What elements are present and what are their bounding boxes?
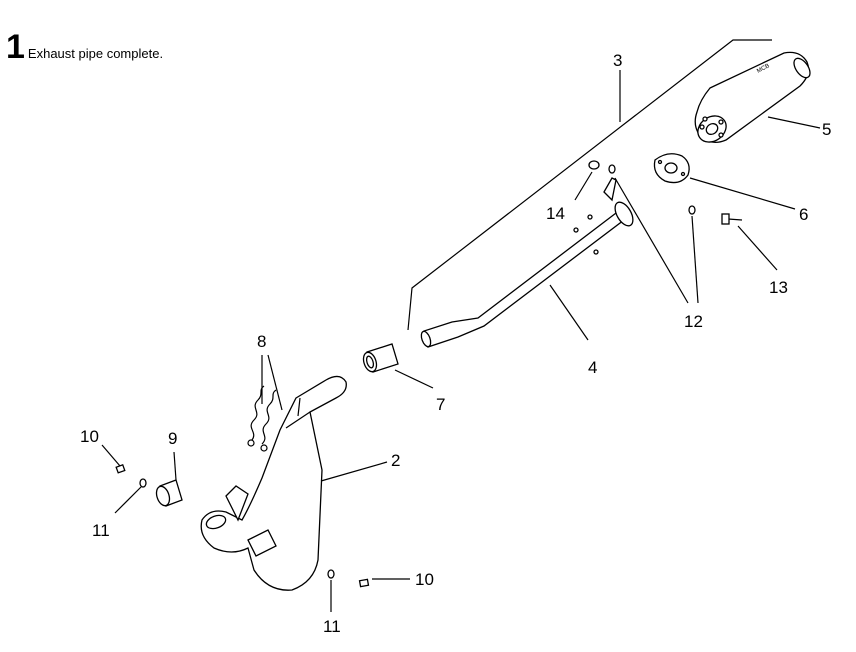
callout-7: 7 (436, 395, 445, 414)
callout-14: 14 (546, 204, 565, 223)
callout-4: 4 (588, 358, 597, 377)
screws-washers-10-11 (115, 463, 370, 588)
gasket-part-6 (653, 153, 690, 184)
assembly-bracket-3 (407, 39, 772, 331)
callout-11-left: 11 (92, 521, 110, 540)
callout-6: 6 (799, 205, 808, 224)
leader-lines (101, 70, 821, 612)
washers-nuts-12-14 (573, 160, 696, 255)
title-text: Exhaust pipe complete. (27, 46, 164, 61)
callout-2: 2 (391, 451, 400, 470)
tailpipe-part-4 (420, 177, 634, 348)
callout-9: 9 (168, 429, 177, 448)
muffler-brand-mark: MCB (756, 63, 771, 75)
callout-3: 3 (613, 51, 622, 70)
diagram-title: 1 Exhaust pipe complete. (6, 30, 163, 64)
springs-part-8 (247, 385, 277, 452)
callout-11-bottom: 11 (323, 617, 341, 636)
title-number: 1 (6, 28, 25, 66)
callout-13: 13 (769, 278, 788, 297)
exhaust-header-part-2 (200, 375, 347, 591)
muffler-part-5: MCB (694, 51, 811, 144)
connector-part-7 (362, 343, 399, 373)
bolt-part-13 (721, 213, 743, 225)
callout-10-bottom: 10 (415, 570, 434, 589)
callout-5: 5 (822, 120, 831, 139)
callout-12: 12 (684, 312, 703, 331)
callout-10-left: 10 (80, 427, 99, 446)
rubber-mount-part-9 (155, 479, 183, 507)
callout-8: 8 (257, 332, 266, 351)
